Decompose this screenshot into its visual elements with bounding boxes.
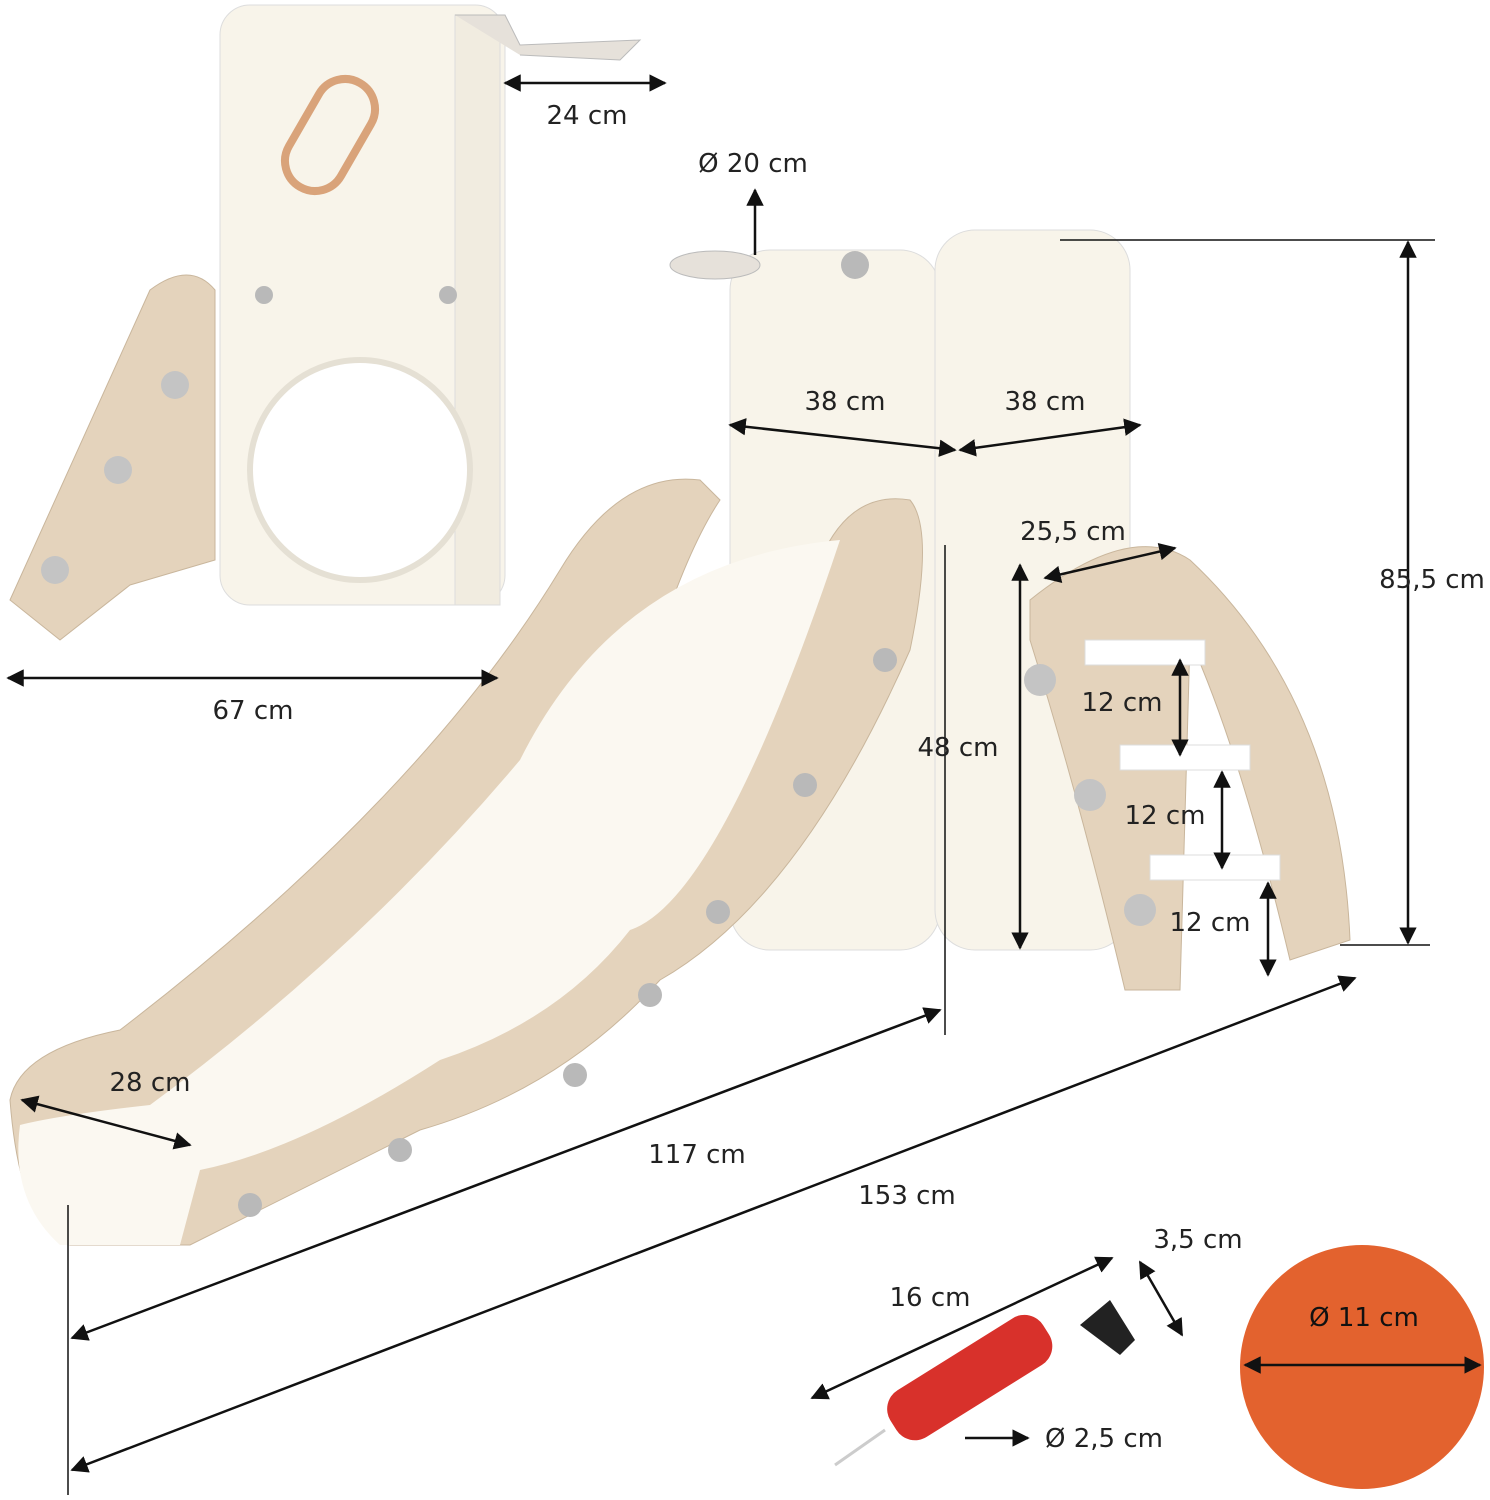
slide-width-label: 28 cm [109, 1068, 191, 1098]
hoop-diameter-label: Ø 20 cm [698, 149, 808, 179]
step-width-label: 25,5 cm [1020, 517, 1126, 547]
pump-handle-label: 3,5 cm [1153, 1225, 1243, 1255]
tower-width-left-label: 38 cm [804, 387, 886, 417]
platform-height-label: 48 cm [917, 733, 999, 763]
ball-diameter-label: Ø 11 cm [1309, 1303, 1419, 1333]
pump-diameter-label: Ø 2,5 cm [1045, 1424, 1163, 1454]
step-3-label: 12 cm [1169, 908, 1251, 938]
pump-length-label: 16 cm [889, 1283, 971, 1313]
tower-width-right-label: 38 cm [1004, 387, 1086, 417]
total-length-label: 153 cm [858, 1181, 956, 1211]
basketball [1240, 1245, 1484, 1489]
total-height-label: 85,5 cm [1379, 565, 1485, 595]
side-basket-depth-label: 24 cm [546, 101, 628, 131]
slide-length-label: 117 cm [648, 1140, 746, 1170]
step-2-label: 12 cm [1124, 801, 1206, 831]
side-depth-label: 67 cm [212, 696, 294, 726]
side-view-slide [9, 4, 642, 641]
dimension-lines [6, 74, 1482, 1495]
step-1-label: 12 cm [1081, 688, 1163, 718]
